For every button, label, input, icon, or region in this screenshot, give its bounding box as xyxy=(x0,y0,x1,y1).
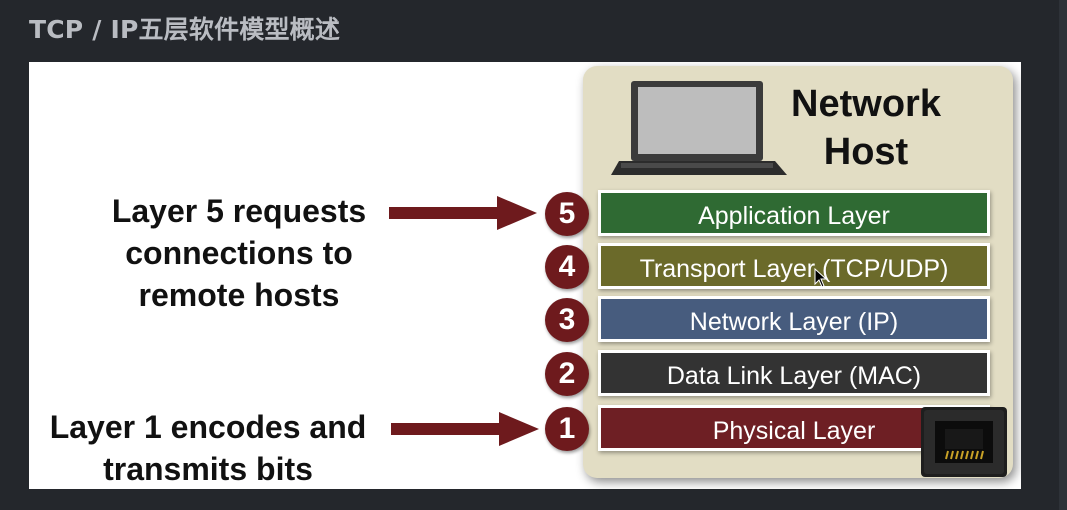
host-title-line-2: Host xyxy=(823,131,909,173)
page-title: TCP / IP五层软件模型概述 xyxy=(29,15,341,44)
layer-2-number: 2 xyxy=(545,352,589,396)
transport-layer-bar: Transport Layer (TCP/UDP) xyxy=(598,243,990,289)
application-layer-bar: Application Layer xyxy=(598,190,990,236)
host-title-line-1: Network xyxy=(791,83,941,125)
callout-layer1: Layer 1 encodes and transmits bits xyxy=(29,406,393,489)
layer-1-number: 1 xyxy=(545,407,589,451)
layer-4-number: 4 xyxy=(545,245,589,289)
data-link-layer-bar: Data Link Layer (MAC) xyxy=(598,350,990,396)
callout-top-line-1: Layer 5 requests xyxy=(111,193,367,229)
mouse-cursor-icon xyxy=(814,268,828,288)
diagram-canvas: Network Host 5 Application Layer 4 Trans… xyxy=(29,62,1021,489)
window-edge xyxy=(1059,0,1067,510)
callout-layer5: Layer 5 requests connections to remote h… xyxy=(79,190,399,316)
callout-top-line-2: connections to xyxy=(125,235,353,271)
network-host-title: Network Host xyxy=(771,80,961,176)
ethernet-port-icon xyxy=(921,407,1007,477)
arrow-to-layer5 xyxy=(389,196,537,230)
callout-bottom-line-1: Layer 1 encodes and xyxy=(49,409,367,445)
callout-top-line-3: remote hosts xyxy=(138,277,340,313)
laptop-icon xyxy=(611,81,787,175)
arrow-to-layer1 xyxy=(391,412,539,446)
layer-5-number: 5 xyxy=(545,192,589,236)
callout-bottom-line-2: transmits bits xyxy=(103,451,313,487)
layer-3-number: 3 xyxy=(545,298,589,342)
network-layer-bar: Network Layer (IP) xyxy=(598,296,990,342)
